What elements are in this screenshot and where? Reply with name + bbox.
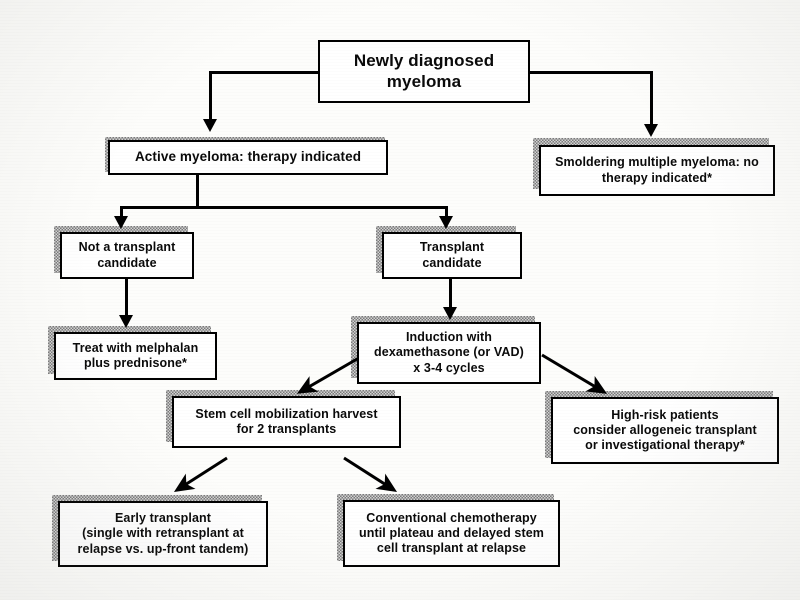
edge-not-transplant-to-melphalan [125,279,128,319]
arrowhead-root-to-smoldering [644,124,658,137]
edge-stem-cell-to-early-transplant [173,456,228,492]
edge-root-to-smoldering-horizontal [528,71,653,74]
edge-induction-to-stem-cell [296,353,365,394]
edge-root-to-active-vertical [209,71,212,121]
edge-root-to-smoldering-vertical [650,71,653,126]
arrowhead-root-to-active [203,119,217,132]
node-early-transplant[interactable]: Early transplant(single with retransplan… [58,501,268,567]
arrowhead-split-to-not-transplant [114,216,128,229]
edge-active-stem-vertical [196,175,199,208]
node-label: Early transplant(single with retransplan… [77,511,249,556]
node-active-myeloma[interactable]: Active myeloma: therapy indicated [108,140,388,175]
edge-induction-to-high-risk [541,353,608,394]
arrowhead-split-to-transplant [439,216,453,229]
edge-split-to-transplant-vertical [445,206,448,218]
node-label: Active myeloma: therapy indicated [134,149,362,165]
edge-root-to-active-horizontal [209,71,320,74]
arrowhead-not-transplant-to-melphalan [119,315,133,328]
edge-stem-cell-to-conventional [343,456,398,492]
edge-split-to-not-transplant-vertical [120,206,123,218]
edge-transplant-to-induction [449,279,452,311]
arrowhead-transplant-to-induction [443,307,457,320]
edge-active-split-horizontal [120,206,448,209]
